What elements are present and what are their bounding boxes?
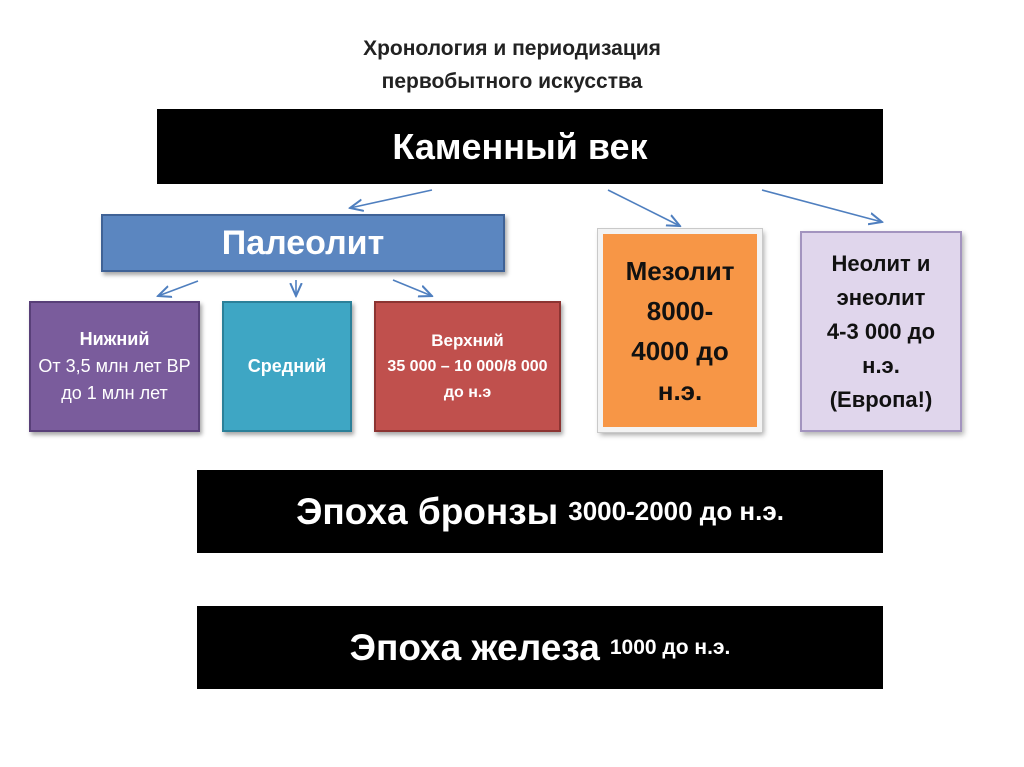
upper-paleolithic-dates: 35 000 – 10 000/8 000 до н.э — [387, 357, 548, 401]
iron-age-box: Эпоха железа 1000 до н.э. — [197, 606, 883, 689]
arrow-stone-to-neolithic — [761, 189, 882, 222]
iron-age-dates: 1000 до н.э. — [609, 635, 731, 659]
iron-age-name: Эпоха железа — [349, 626, 600, 668]
bronze-age-name: Эпоха бронзы — [296, 490, 559, 532]
paleolithic-box: Палеолит — [101, 214, 505, 272]
slide-title-line-2: первобытного искусства — [381, 70, 643, 93]
lower-paleolithic-box: Нижний От 3,5 млн лет BP до 1 млн лет — [29, 301, 200, 432]
mesolithic-line-2: 8000- — [646, 295, 714, 326]
neolithic-line-5: (Европа!) — [829, 386, 933, 412]
lower-paleolithic-dates: От 3,5 млн лет BP до 1 млн лет — [38, 356, 191, 403]
lower-paleolithic-heading: Нижний — [79, 329, 150, 349]
mesolithic-line-1: Мезолит — [625, 255, 735, 286]
neolithic-line-4: н.э. — [862, 352, 900, 378]
arrow-paleolithic-to-lower — [158, 280, 199, 296]
slide-title: Хронология и периодизация первобытного и… — [212, 32, 812, 98]
middle-paleolithic-heading: Средний — [247, 356, 327, 376]
arrow-stone-to-mesolithic — [607, 189, 680, 226]
upper-paleolithic-box: Верхний 35 000 – 10 000/8 000 до н.э — [374, 301, 561, 432]
mesolithic-line-4: н.э. — [657, 375, 703, 406]
neolithic-line-1: Неолит и — [831, 250, 931, 276]
stone-age-box: Каменный век — [157, 109, 883, 184]
neolithic-box: Неолит и энеолит 4-3 000 до н.э. (Европа… — [800, 231, 962, 432]
upper-paleolithic-heading: Верхний — [431, 330, 504, 350]
slide-title-line-1: Хронология и периодизация — [363, 37, 661, 60]
neolithic-line-2: энеолит — [836, 284, 926, 310]
neolithic-line-3: 4-3 000 до — [826, 318, 936, 344]
mesolithic-box: Мезолит 8000- 4000 до н.э. — [597, 228, 763, 433]
bronze-age-dates: 3000-2000 до н.э. — [568, 496, 784, 526]
arrow-paleolithic-to-upper — [392, 279, 432, 296]
bronze-age-box: Эпоха бронзы 3000-2000 до н.э. — [197, 470, 883, 553]
arrow-stone-to-paleolithic — [350, 189, 433, 208]
mesolithic-line-3: 4000 до — [631, 335, 729, 366]
middle-paleolithic-box: Средний — [222, 301, 352, 432]
